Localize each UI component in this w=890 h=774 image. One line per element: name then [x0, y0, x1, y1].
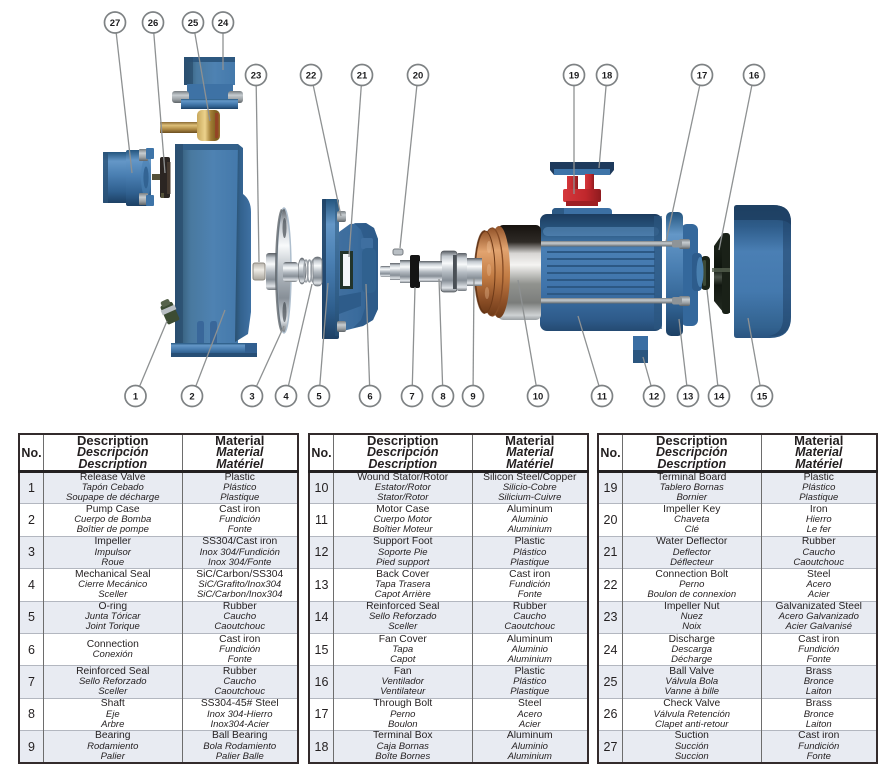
svg-text:17: 17	[697, 71, 708, 82]
svg-text:14: 14	[714, 392, 725, 403]
svg-text:11: 11	[597, 392, 608, 403]
svg-text:9: 9	[470, 392, 475, 403]
svg-text:20: 20	[413, 71, 424, 82]
svg-text:18: 18	[602, 71, 613, 82]
svg-text:7: 7	[409, 392, 414, 403]
svg-text:8: 8	[440, 392, 445, 403]
svg-text:26: 26	[148, 18, 159, 29]
svg-text:13: 13	[683, 392, 694, 403]
svg-text:3: 3	[249, 392, 254, 403]
svg-text:16: 16	[749, 71, 760, 82]
svg-text:4: 4	[283, 392, 289, 403]
svg-text:12: 12	[649, 392, 660, 403]
svg-text:6: 6	[367, 392, 372, 403]
svg-text:24: 24	[218, 18, 229, 29]
svg-text:15: 15	[757, 392, 768, 403]
svg-text:2: 2	[189, 392, 194, 403]
svg-text:23: 23	[251, 71, 262, 82]
svg-text:21: 21	[357, 71, 368, 82]
svg-text:5: 5	[316, 392, 322, 403]
svg-text:27: 27	[110, 18, 121, 29]
svg-text:19: 19	[569, 71, 580, 82]
svg-text:25: 25	[188, 18, 199, 29]
svg-text:22: 22	[306, 71, 317, 82]
svg-text:10: 10	[533, 392, 544, 403]
svg-text:1: 1	[133, 392, 139, 403]
